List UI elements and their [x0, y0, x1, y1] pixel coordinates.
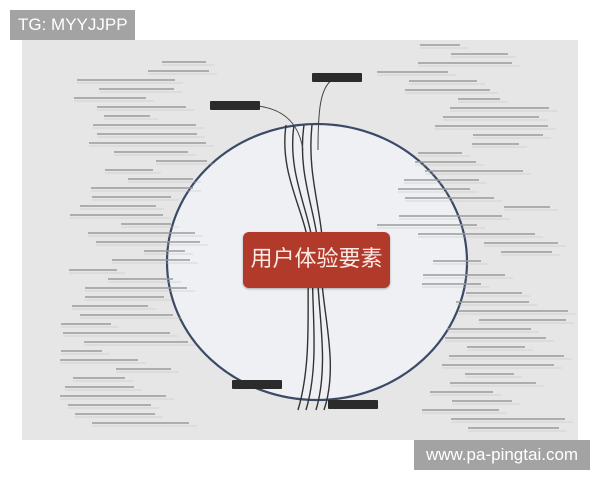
branch-node: [312, 73, 362, 82]
watermark-bottom: www.pa-pingtai.com: [414, 440, 590, 470]
branch-node: [328, 400, 378, 409]
watermark-top: TG: MYYJJPP: [10, 10, 135, 40]
connector-line: [257, 105, 304, 151]
branch-node: [232, 380, 282, 389]
branch-node: [210, 101, 260, 110]
central-topic: 用户体验要素: [243, 232, 390, 288]
